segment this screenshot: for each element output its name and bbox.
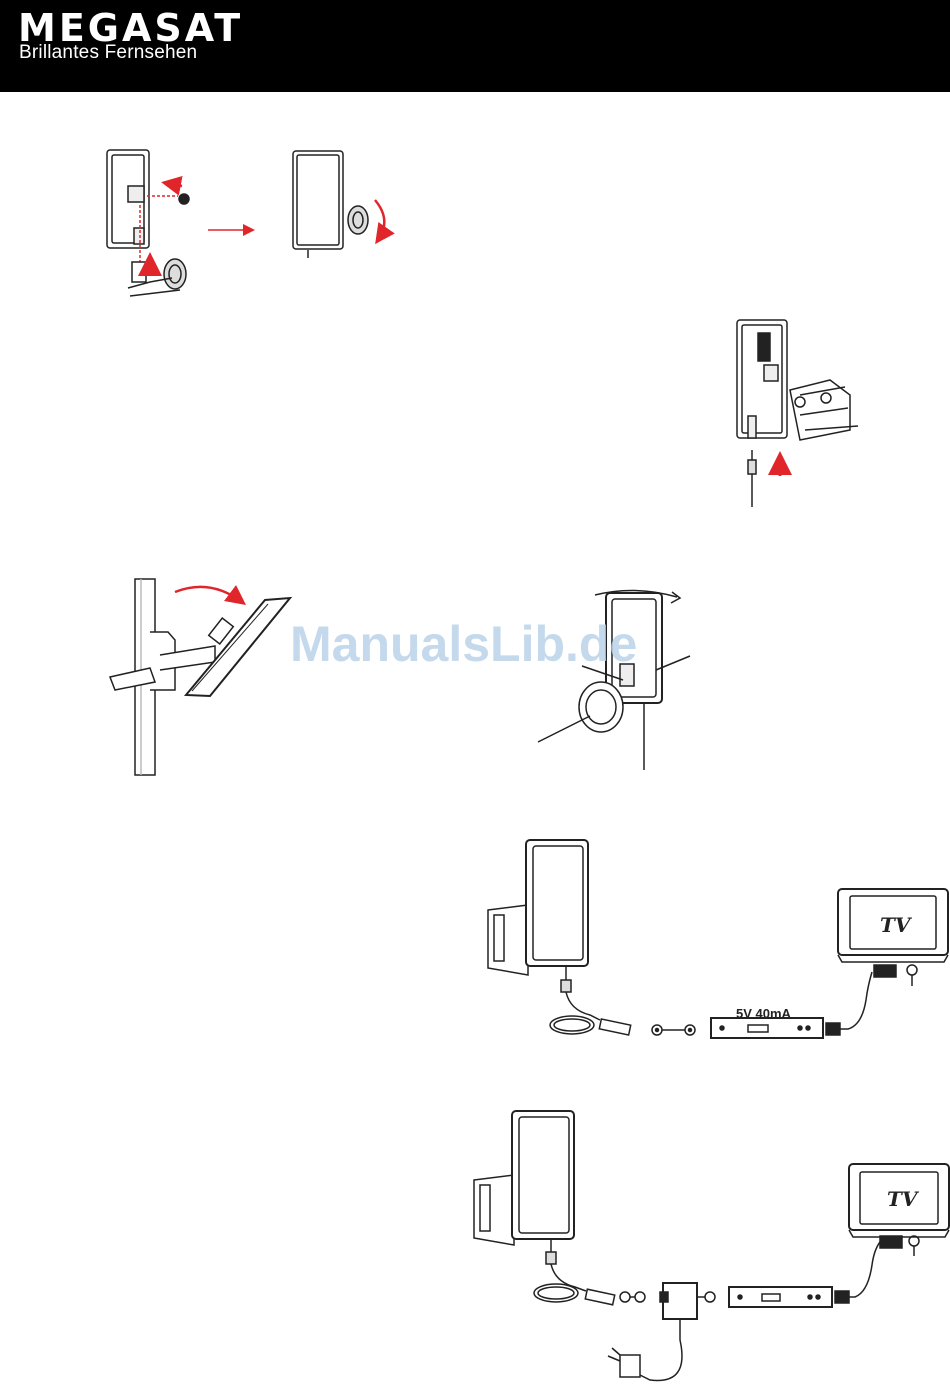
receiver-power-label: 5V 40mA bbox=[736, 1006, 792, 1021]
figure-assembly-complete bbox=[293, 151, 384, 258]
diagram-connection-two bbox=[474, 1111, 949, 1381]
figure-mast-mount bbox=[110, 579, 290, 775]
watermark: ManualsLib.de bbox=[290, 614, 637, 674]
tv-label-two: TV bbox=[887, 1187, 920, 1211]
tv-label-one: TV bbox=[880, 913, 913, 937]
figure-wall-bracket bbox=[737, 320, 858, 507]
diagram-connection-one bbox=[488, 840, 948, 1038]
figure-assembly-exploded bbox=[107, 150, 189, 296]
